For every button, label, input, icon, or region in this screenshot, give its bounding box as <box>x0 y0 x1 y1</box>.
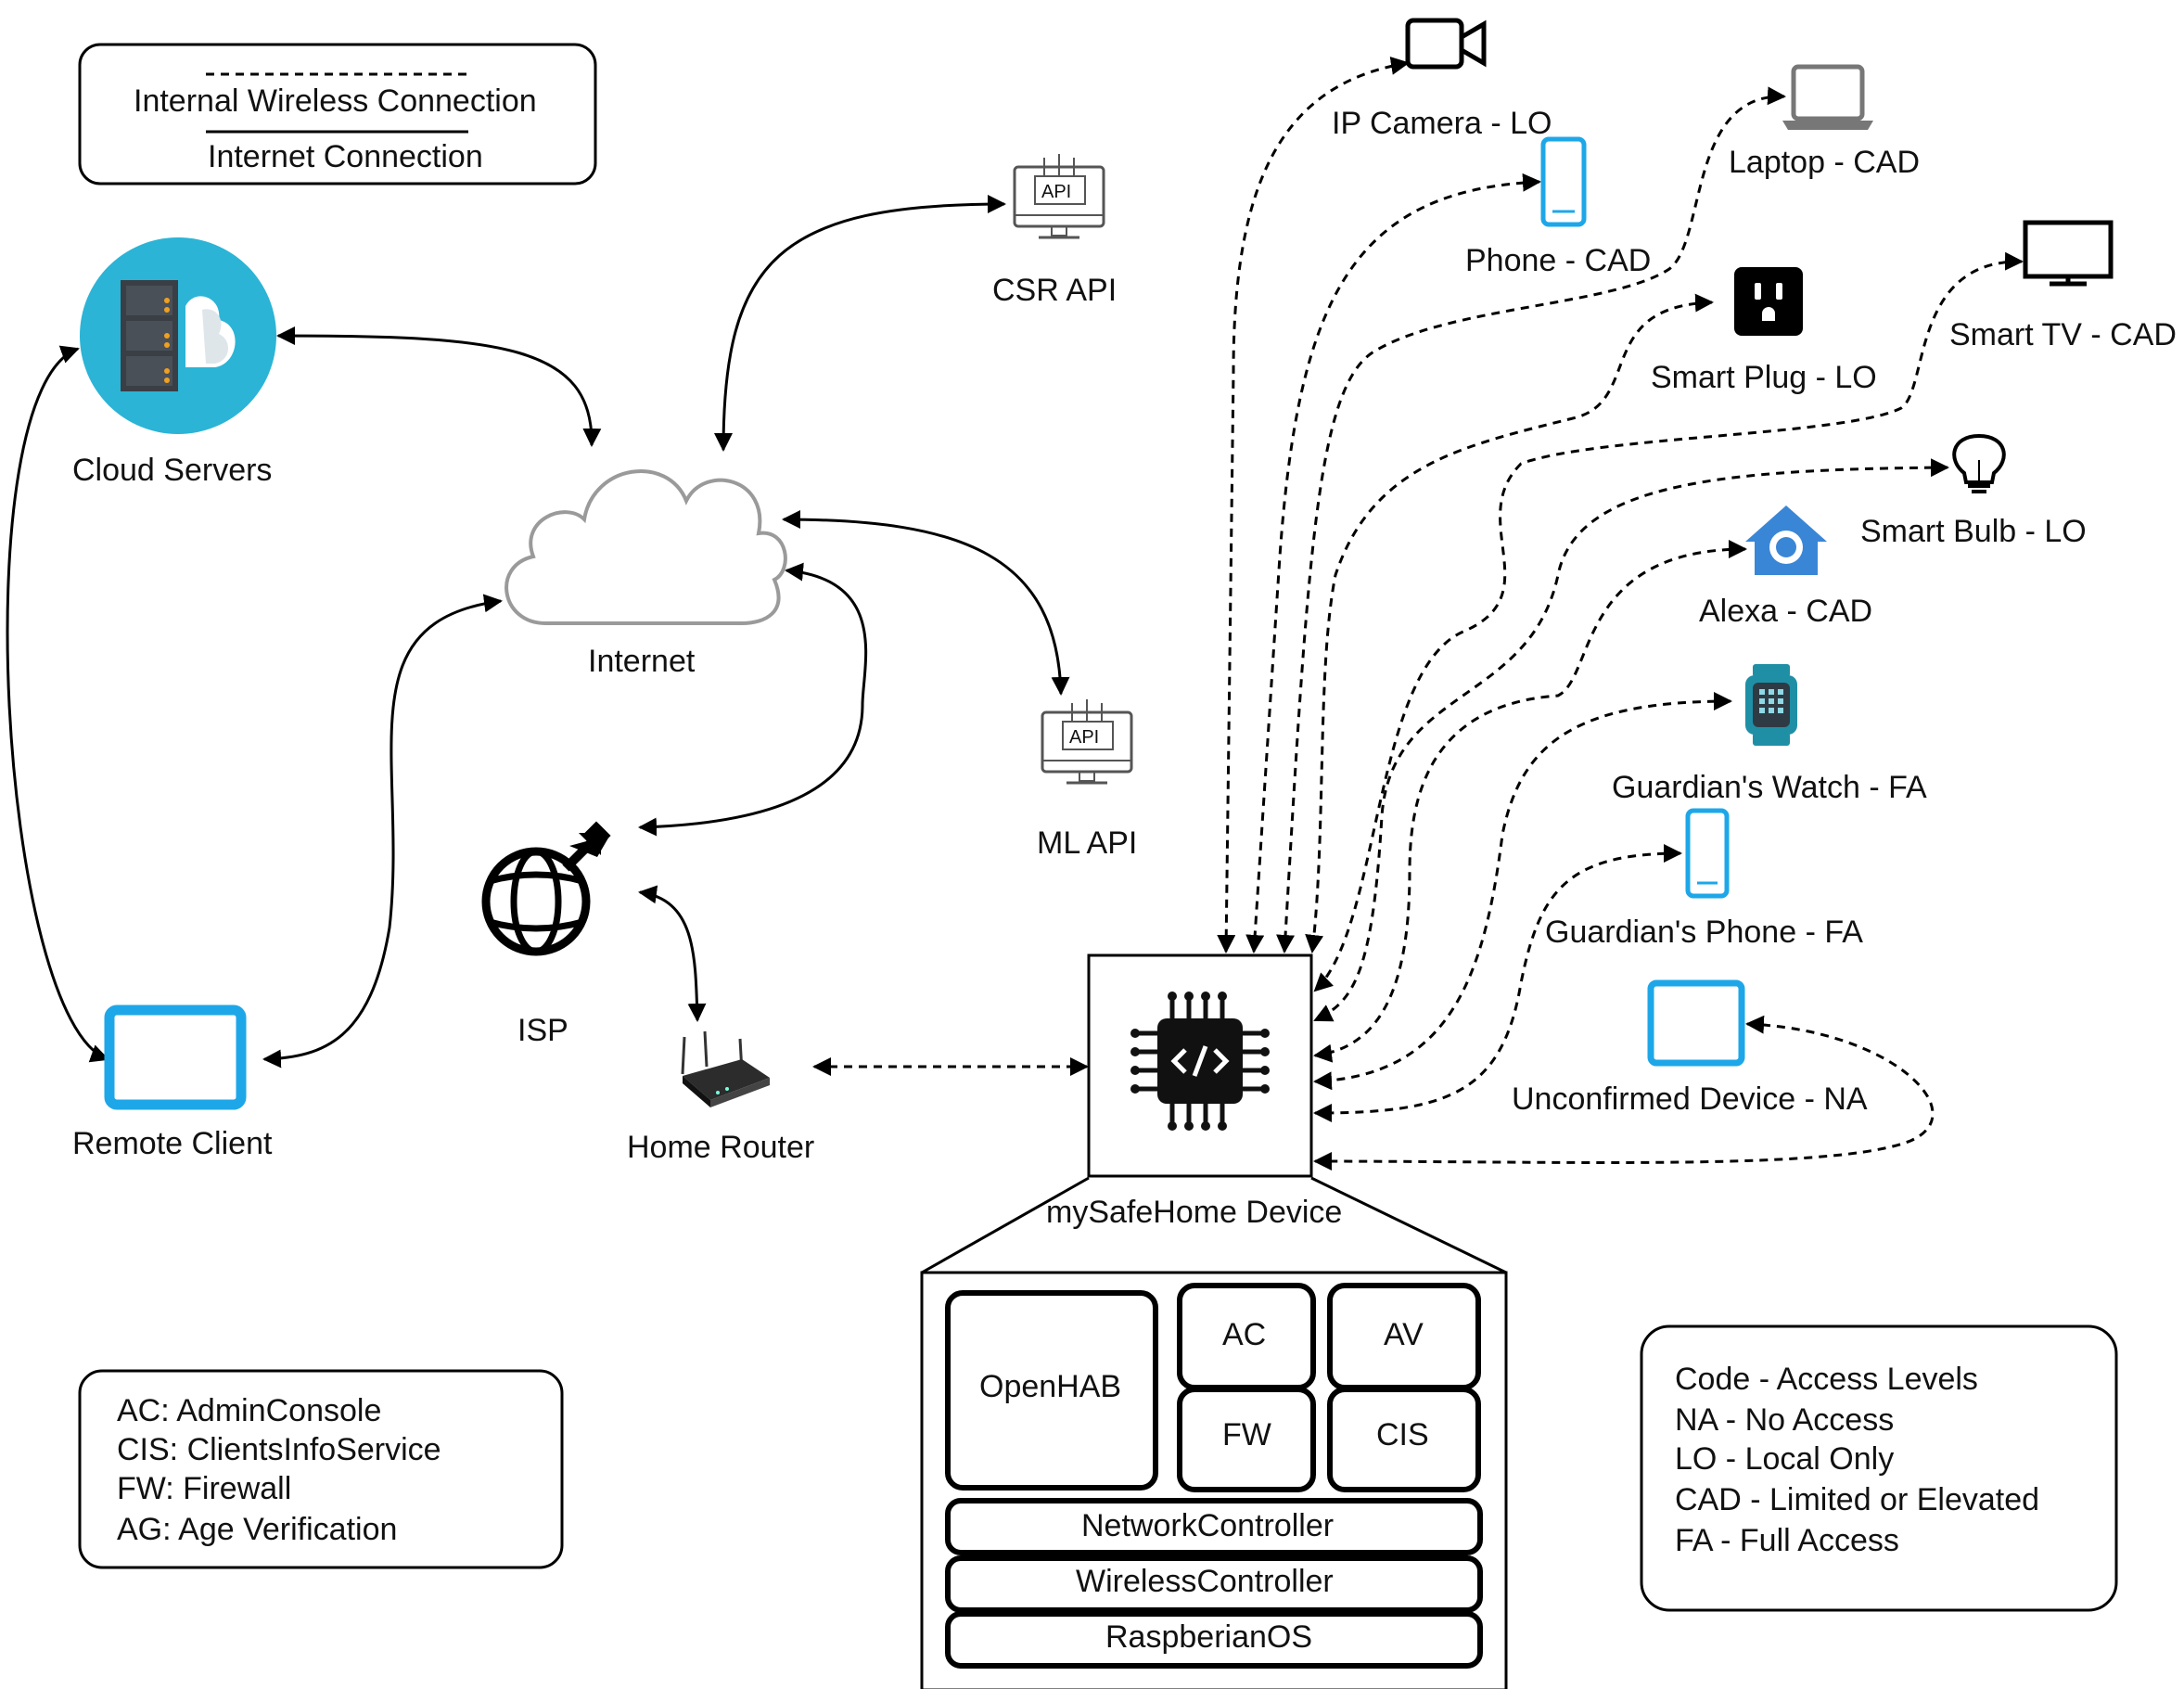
internet-label: Internet <box>588 644 696 679</box>
raspberian-os-block[interactable] <box>945 1611 1483 1669</box>
cloud-servers-icon[interactable] <box>80 237 276 434</box>
legend-wireless-label: Internal Wireless Connection <box>134 83 537 119</box>
device-label-unconfirmed: Unconfirmed Device - NA <box>1512 1081 1868 1117</box>
cloud-servers-label: Cloud Servers <box>72 453 272 488</box>
fw-block[interactable] <box>1177 1387 1316 1492</box>
phone-icon[interactable] <box>1540 136 1587 227</box>
access-level-header: Code - Access Levels <box>1675 1362 1978 1397</box>
ml-api-label: ML API <box>1037 825 1137 861</box>
cis-label: CIS <box>1376 1417 1429 1452</box>
raspberian-os-label: RaspberianOS <box>1105 1619 1312 1655</box>
unconfirmed-tablet-icon[interactable] <box>1647 979 1745 1067</box>
isp-label: ISP <box>517 1013 568 1048</box>
abbr-fw: FW: Firewall <box>117 1471 291 1506</box>
laptop-icon[interactable] <box>1782 64 1873 130</box>
mysafehome-device-box[interactable] <box>1087 953 1313 1178</box>
ac-label: AC <box>1222 1317 1266 1352</box>
home-router-icon[interactable] <box>681 1030 770 1107</box>
isp-globe-icon[interactable] <box>481 821 611 956</box>
access-level-na: NA - No Access <box>1675 1402 1894 1438</box>
connection-legend: Internal Wireless Connection Internet Co… <box>78 43 597 186</box>
abbreviations-box: AC: AdminConsole CIS: ClientsInfoService… <box>78 1369 564 1569</box>
openhab-block[interactable] <box>945 1290 1158 1491</box>
device-label-alexa: Alexa - CAD <box>1699 594 1872 629</box>
link-isp-router <box>638 885 707 1022</box>
ml-api-chip-text: API <box>1069 727 1099 748</box>
fw-label: FW <box>1222 1417 1271 1452</box>
device-label-guardian-phone: Guardian's Phone - FA <box>1545 915 1863 950</box>
link-device-camera <box>1217 56 1410 953</box>
guardian-phone-icon[interactable] <box>1685 808 1730 899</box>
smart-plug-icon[interactable] <box>1734 267 1803 336</box>
abbr-ac: AC: AdminConsole <box>117 1393 381 1428</box>
csr-api-label: CSR API <box>992 273 1117 308</box>
connection-lines <box>6 56 2024 1171</box>
link-internet-ml <box>782 510 1070 696</box>
wireless-controller-label: WirelessController <box>1076 1564 1334 1599</box>
link-device-plug <box>1305 293 1714 953</box>
link-cloud-remote <box>6 345 109 1063</box>
mysafehome-device-label: mySafeHome Device <box>1046 1195 1342 1230</box>
access-levels-box: Code - Access Levels NA - No Access LO -… <box>1640 1324 2118 1612</box>
cis-block[interactable] <box>1327 1387 1481 1492</box>
device-label-phone: Phone - CAD <box>1465 243 1651 278</box>
remote-client-label: Remote Client <box>72 1126 273 1161</box>
link-device-alexa <box>1313 540 1747 1063</box>
device-label-smart-bulb: Smart Bulb - LO <box>1860 514 2087 549</box>
ip-camera-icon[interactable] <box>1405 18 1487 70</box>
abbr-ag: AG: Age Verification <box>117 1512 397 1547</box>
wireless-controller-block[interactable] <box>945 1555 1483 1613</box>
openhab-label: OpenHAB <box>979 1369 1121 1404</box>
av-label: AV <box>1384 1317 1424 1352</box>
network-controller-block[interactable] <box>945 1498 1483 1555</box>
device-label-smart-tv: Smart TV - CAD <box>1949 317 2177 352</box>
access-level-cad: CAD - Limited or Elevated <box>1675 1482 2039 1517</box>
smart-tv-icon[interactable] <box>2023 220 2114 287</box>
link-internet-remote <box>262 594 503 1068</box>
chip-code-icon <box>1130 992 1270 1131</box>
link-internet-isp <box>638 562 868 837</box>
device-label-guardian-watch: Guardian's Watch - FA <box>1612 770 1927 805</box>
abbr-cis: CIS: ClientsInfoService <box>117 1432 441 1467</box>
expand-line-left <box>921 1176 1090 1274</box>
device-label-laptop: Laptop - CAD <box>1729 145 1920 180</box>
software-stack: OpenHAB AC AV FW CIS NetworkController W… <box>920 1271 1508 1689</box>
smart-bulb-icon[interactable] <box>1952 433 2006 493</box>
ml-api-monitor-icon[interactable]: API <box>1041 699 1133 785</box>
device-label-smart-plug: Smart Plug - LO <box>1651 360 1877 395</box>
remote-client-tablet-icon[interactable] <box>104 1004 247 1110</box>
home-router-label: Home Router <box>627 1130 814 1165</box>
network-controller-label: NetworkController <box>1081 1508 1334 1543</box>
internet-cloud-icon[interactable] <box>504 468 787 625</box>
link-internet-csr <box>714 195 1006 452</box>
csr-api-chip-text: API <box>1041 182 1071 202</box>
csr-api-monitor-icon[interactable]: API <box>1013 154 1105 239</box>
alexa-home-icon[interactable] <box>1745 505 1827 575</box>
access-level-lo: LO - Local Only <box>1675 1441 1894 1477</box>
link-cloud-internet <box>276 326 602 447</box>
link-device-phone <box>1245 173 1541 953</box>
legend-internet-label: Internet Connection <box>208 139 483 174</box>
link-device-unconfirmed <box>1313 1015 1935 1171</box>
expand-line-right <box>1310 1176 1507 1274</box>
device-label-ip-camera: IP Camera - LO <box>1332 106 1552 141</box>
watch-icon[interactable] <box>1745 664 1797 746</box>
access-level-fa: FA - Full Access <box>1675 1523 1899 1558</box>
